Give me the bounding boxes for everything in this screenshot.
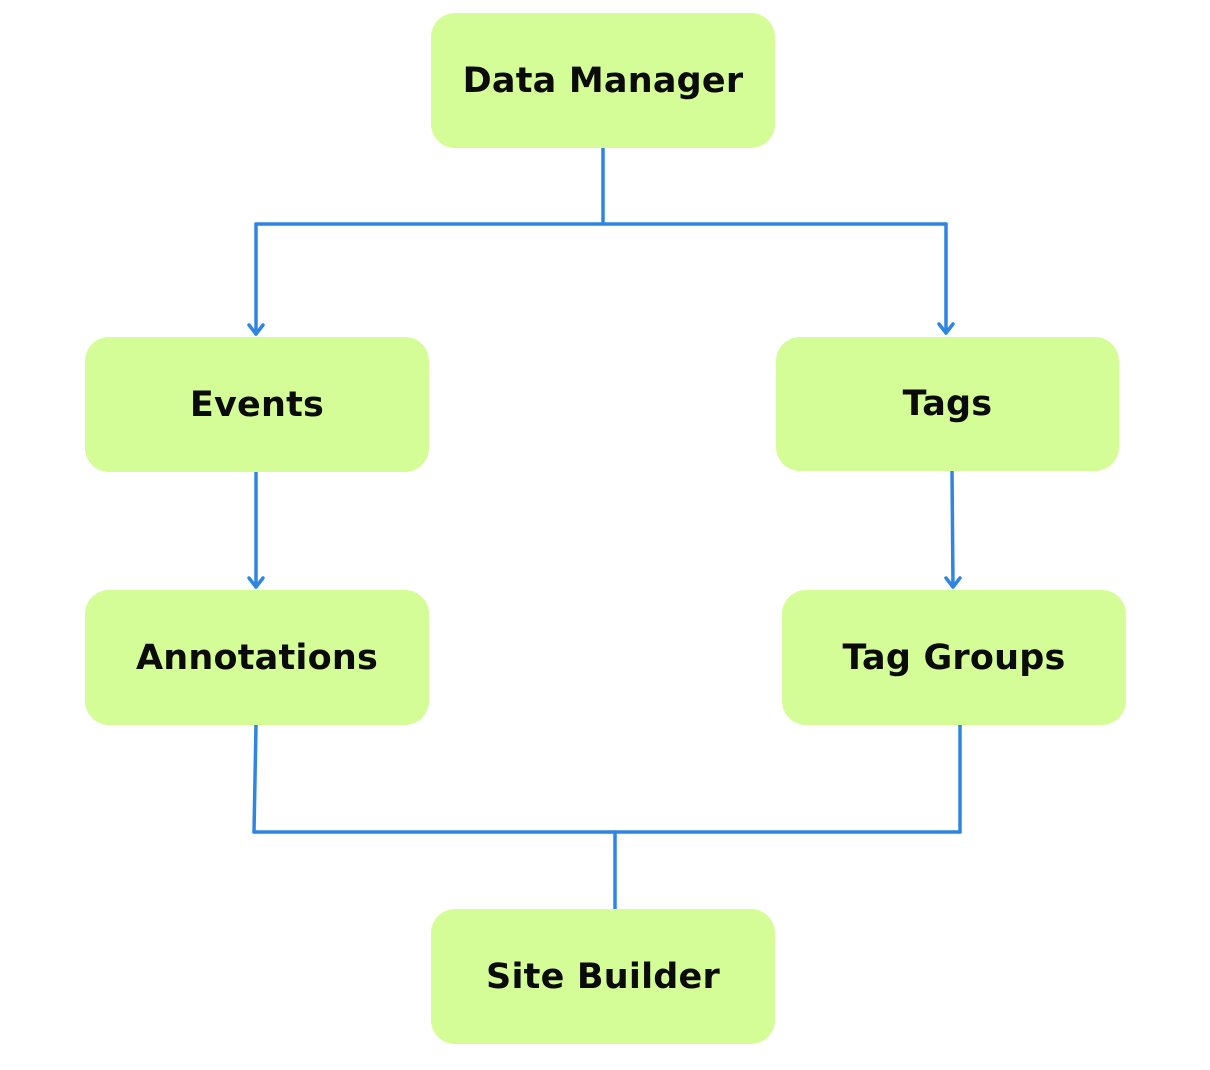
- arrowhead-tags: [937, 322, 955, 335]
- connector-tags-to-tag-groups: [950, 469, 955, 589]
- node-events: Events: [85, 337, 429, 472]
- arrowhead-tag-groups: [944, 576, 962, 589]
- arrowhead-events: [247, 323, 265, 336]
- node-tag-groups: Tag Groups: [782, 590, 1126, 725]
- node-annotations: Annotations: [85, 590, 429, 725]
- arrowhead-annotations: [247, 576, 265, 589]
- node-events-label: Events: [189, 384, 325, 425]
- node-annotations-label: Annotations: [135, 637, 379, 678]
- node-tags-label: Tags: [902, 384, 993, 424]
- node-tags: Tags: [776, 337, 1119, 471]
- connector-annotations-down: [252, 723, 258, 834]
- node-site-builder: Site Builder: [431, 909, 775, 1044]
- node-site-builder-label: Site Builder: [486, 956, 720, 997]
- node-data-manager-label: Data Manager: [462, 60, 744, 101]
- node-tag-groups-label: Tag Groups: [842, 637, 1066, 678]
- node-data-manager: Data Manager: [431, 13, 775, 148]
